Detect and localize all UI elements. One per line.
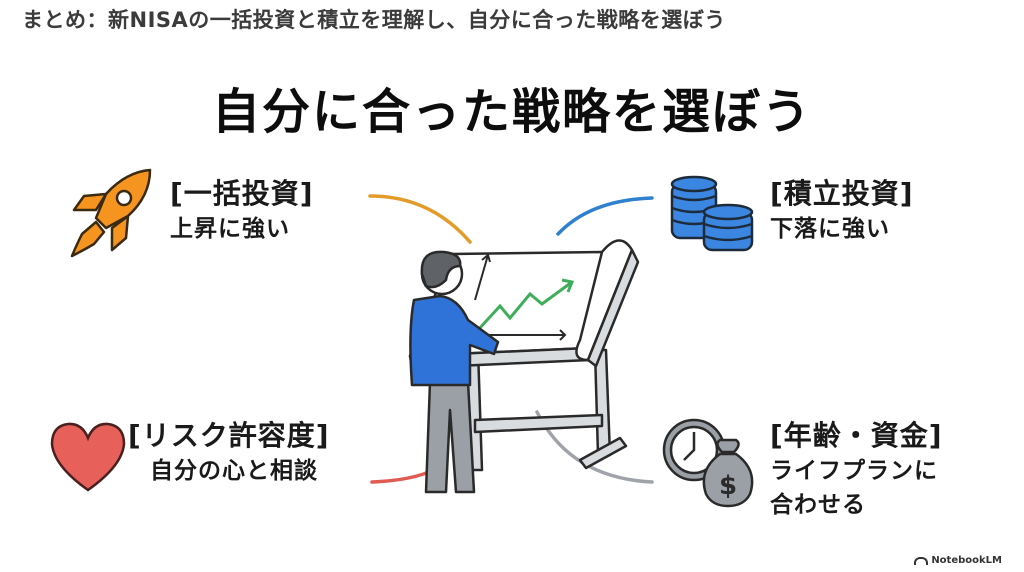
block-desc: ライフプランに (770, 458, 938, 484)
block-dca: [積立投資] 下落に強い (770, 172, 914, 246)
drafting-table-illustration (370, 170, 660, 500)
block-desc: 下落に強い (770, 216, 890, 242)
heart-icon (48, 420, 128, 498)
block-label: [一括投資] (170, 177, 314, 210)
clock-money-bag-icon: $ (662, 414, 758, 514)
block-desc: 自分の心と相談 (150, 458, 318, 484)
slide-main-title: 自分に合った戦略を選ぼう (211, 84, 812, 140)
notebooklm-logo-icon (914, 556, 929, 565)
notebooklm-watermark: NotebookLM (914, 555, 1002, 566)
block-desc: 上昇に強い (170, 216, 290, 242)
connector-arc-blue (556, 196, 654, 236)
block-desc: 合わせる (770, 492, 866, 518)
block-age-funds: [年齢・資金] ライフプランに 合わせる (770, 414, 943, 522)
svg-text:$: $ (719, 471, 737, 501)
block-lump-sum: [一括投資] 上昇に強い (170, 172, 314, 246)
connector-arc-orange (368, 194, 472, 244)
watermark-text: NotebookLM (931, 555, 1002, 566)
block-label: [年齢・資金] (770, 419, 943, 452)
slide-header-title: まとめ：新NISAの一括投資と積立を理解し、自分に合った戦略を選ぼう (22, 8, 726, 32)
block-label: [リスク許容度] (128, 419, 330, 452)
block-label: [積立投資] (770, 177, 914, 210)
rocket-icon (66, 166, 156, 265)
block-risk: [リスク許容度] 自分の心と相談 (128, 414, 330, 488)
coin-stack-icon (668, 172, 758, 260)
